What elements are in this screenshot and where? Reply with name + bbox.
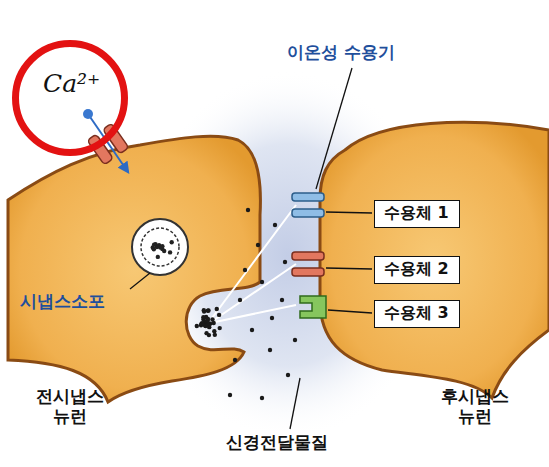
- highlight-circle: Ca²⁺: [12, 40, 128, 156]
- receptor-2-channel: [292, 252, 324, 276]
- vesicle-ring: [141, 228, 179, 266]
- receptor-label: 수용체 3: [384, 303, 450, 324]
- receptor-box: 수용체 1: [374, 200, 460, 228]
- ion-label: Ca²⁺: [43, 69, 121, 98]
- vesicle-contents: [151, 240, 174, 259]
- receptor-box: 수용체 3: [374, 300, 460, 328]
- presynaptic-neuron: [8, 136, 260, 402]
- synaptic-vesicle: [132, 219, 188, 275]
- vesicle-callout: 시냅스소포: [20, 291, 105, 311]
- receptor-box: 수용체 2: [374, 256, 460, 284]
- neurotransmitter-label: 신경전달물질: [226, 432, 328, 452]
- neurotransmitter-dots: [195, 208, 298, 400]
- ion-receptor: [292, 193, 324, 217]
- calcium-ion: [83, 109, 93, 119]
- presynaptic-label: 전시냅스 뉴런: [25, 386, 115, 427]
- receptor-3-site: [300, 296, 326, 318]
- postsynaptic-label: 후시냅스 뉴런: [430, 386, 520, 427]
- receptor-label: 수용체 1: [384, 203, 450, 224]
- receptor-label: 수용체 2: [384, 259, 450, 280]
- postsynaptic-neuron: [320, 122, 549, 398]
- receptor-callout: 이온성 수용기: [287, 42, 395, 62]
- release-lines: [212, 205, 296, 322]
- leader-lines: [130, 68, 372, 429]
